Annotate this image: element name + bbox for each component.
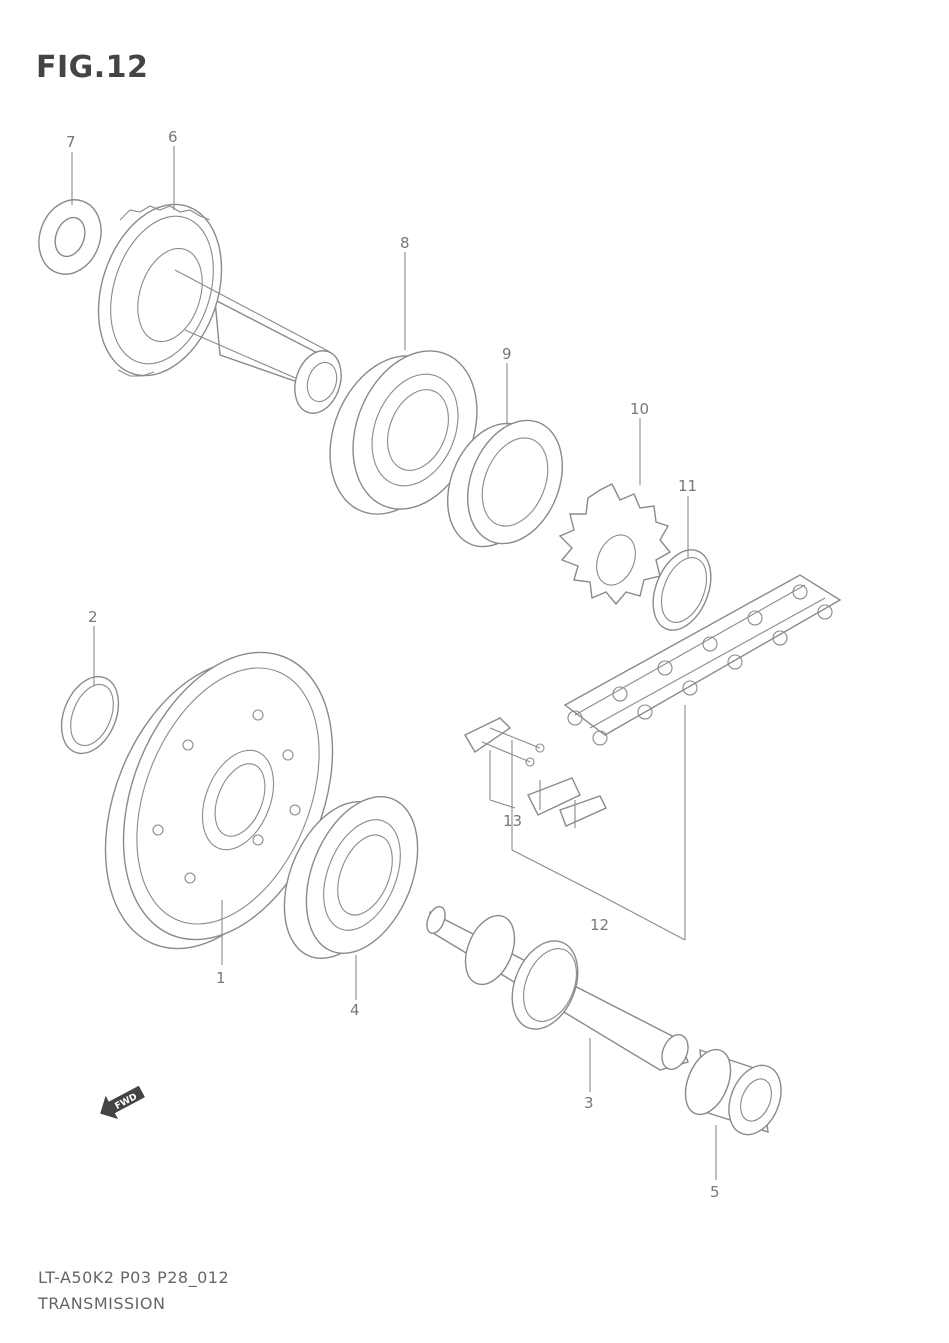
figure-caption: TRANSMISSION (38, 1294, 166, 1313)
callout-1: 1 (216, 969, 226, 987)
callout-5: 5 (710, 1183, 720, 1201)
part-12-drive-chain[interactable] (563, 574, 842, 746)
part-7-washer[interactable] (29, 191, 111, 283)
callout-11: 11 (678, 477, 697, 495)
callout-9: 9 (502, 345, 512, 363)
figure-title: FIG.12 (36, 50, 149, 85)
part-3-drive-shaft[interactable] (423, 904, 693, 1073)
callout-3: 3 (584, 1094, 594, 1112)
part-5-bushing[interactable] (677, 1043, 791, 1142)
model-code: LT-A50K2 P03 P28_012 (38, 1268, 230, 1287)
part-2-circlip[interactable] (51, 668, 129, 762)
callout-6: 6 (168, 128, 178, 146)
part-9-oil-seal[interactable] (430, 406, 580, 561)
part-6-countershaft-gear[interactable] (78, 188, 349, 419)
fwd-arrow-icon: FWD (100, 1085, 145, 1120)
part-8-bearing[interactable] (308, 332, 500, 533)
callouts: 7 6 8 9 10 11 2 13 12 1 4 3 5 (66, 128, 720, 1201)
callout-7: 7 (66, 133, 76, 151)
part-1-final-driven-gear[interactable] (66, 621, 373, 979)
callout-13: 13 (503, 812, 522, 830)
callout-2: 2 (88, 608, 98, 626)
part-13-chain-joint[interactable] (464, 717, 607, 827)
callout-10: 10 (630, 400, 649, 418)
leader-lines (71, 146, 717, 1180)
part-4-bearing[interactable] (263, 780, 439, 975)
callout-8: 8 (400, 234, 410, 252)
callout-12: 12 (590, 916, 609, 934)
part-10-engine-sprocket[interactable] (558, 483, 672, 606)
part-11-circlip[interactable] (642, 541, 722, 638)
callout-4: 4 (350, 1001, 360, 1019)
